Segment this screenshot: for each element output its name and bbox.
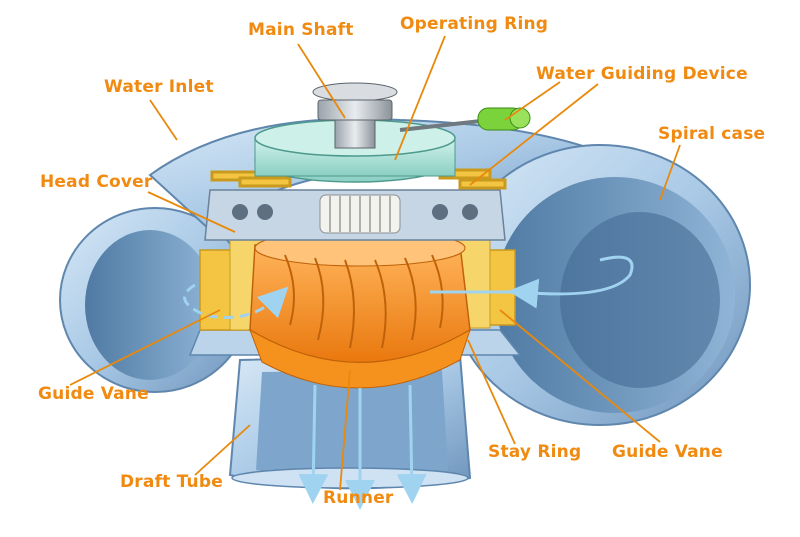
- flow-arrows: [183, 255, 634, 510]
- leader-lines: [69, 35, 681, 491]
- label-water-inlet: Water Inlet: [104, 77, 214, 97]
- head-cover: [204, 189, 506, 241]
- label-spiral-case: Spiral case: [658, 124, 766, 144]
- gate-linkage: [210, 168, 507, 190]
- spiral-case-right: [449, 144, 751, 426]
- label-runner: Runner: [323, 488, 394, 508]
- label-water-guiding-device: Water Guiding Device: [536, 64, 748, 84]
- label-main-shaft: Main Shaft: [248, 20, 354, 40]
- runner: [249, 229, 471, 389]
- label-head-cover: Head Cover: [40, 172, 153, 192]
- label-guide-vane-right: Guide Vane: [612, 442, 723, 462]
- label-operating-ring: Operating Ring: [400, 14, 549, 34]
- label-stay-ring: Stay Ring: [488, 442, 582, 462]
- label-guide-vane-left: Guide Vane: [38, 384, 149, 404]
- label-draft-tube: Draft Tube: [120, 472, 223, 492]
